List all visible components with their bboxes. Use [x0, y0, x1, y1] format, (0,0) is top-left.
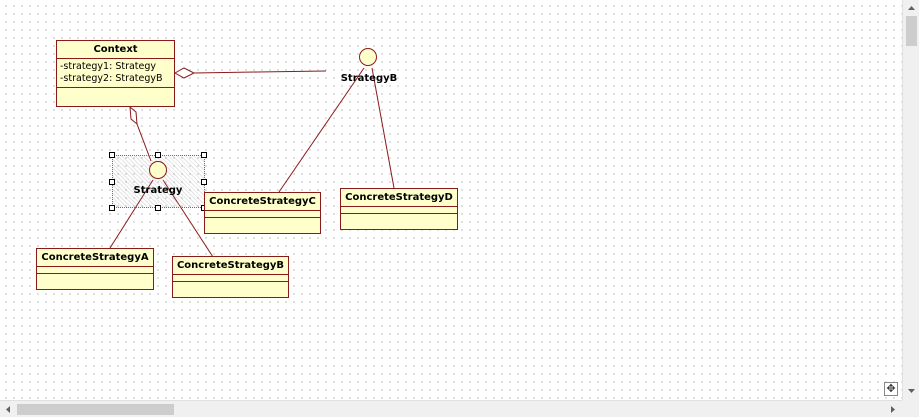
- class-concrete-strategy-d[interactable]: ConcreteStrategyD: [340, 188, 458, 230]
- resize-handle[interactable]: [201, 179, 207, 185]
- resize-handle[interactable]: [201, 152, 207, 158]
- operations-compartment: [37, 274, 153, 280]
- pan-move-icon[interactable]: ✥: [884, 382, 898, 396]
- resize-handle[interactable]: [155, 152, 161, 158]
- class-name: ConcreteStrategyD: [341, 189, 457, 207]
- diagram-canvas[interactable]: Context -strategy1: Strategy -strategy2:…: [0, 0, 902, 400]
- attribute: -strategy2: StrategyB: [60, 73, 163, 84]
- class-name: ConcreteStrategyA: [37, 249, 153, 267]
- operations-compartment: [173, 282, 288, 288]
- aggregation-line-context-strategy[interactable]: [136, 123, 152, 162]
- resize-handle[interactable]: [109, 152, 115, 158]
- horizontal-scroll-thumb[interactable]: [17, 404, 174, 415]
- vertical-scroll-thumb[interactable]: [906, 16, 917, 46]
- class-attributes: -strategy1: Strategy -strategy2: Strateg…: [57, 59, 174, 88]
- attributes-compartment: [173, 275, 288, 282]
- interface-strategyb-lollipop-icon[interactable]: [359, 48, 377, 66]
- scrollbar-corner: [902, 400, 919, 417]
- horizontal-scrollbar[interactable]: [0, 400, 902, 417]
- operations-compartment: [57, 88, 174, 94]
- interface-strategy-lollipop-icon[interactable]: [149, 161, 167, 179]
- resize-handle[interactable]: [155, 205, 161, 211]
- scroll-up-icon[interactable]: [903, 1, 919, 15]
- aggregation-diamond-icon: [129, 105, 138, 126]
- class-concrete-strategy-c[interactable]: ConcreteStrategyC: [204, 192, 321, 234]
- class-context[interactable]: Context -strategy1: Strategy -strategy2:…: [56, 40, 175, 107]
- attributes-compartment: [341, 207, 457, 214]
- aggregation-diamond-icon: [173, 67, 196, 79]
- class-concrete-strategy-b[interactable]: ConcreteStrategyB: [172, 256, 289, 298]
- resize-handle[interactable]: [109, 179, 115, 185]
- realization-line-csc-strategyb[interactable]: [278, 67, 365, 193]
- attributes-compartment: [37, 267, 153, 274]
- operations-compartment: [205, 218, 320, 224]
- realization-line-csb-strategy[interactable]: [162, 179, 214, 258]
- realization-line-csa-strategy[interactable]: [109, 179, 154, 249]
- scroll-down-icon[interactable]: [903, 384, 919, 398]
- class-concrete-strategy-a[interactable]: ConcreteStrategyA: [36, 248, 154, 290]
- class-name: Context: [57, 41, 174, 59]
- class-name: ConcreteStrategyB: [173, 257, 288, 275]
- scroll-right-icon[interactable]: [886, 401, 900, 418]
- realization-line-csd-strategyb[interactable]: [371, 67, 395, 189]
- vertical-scrollbar[interactable]: [902, 0, 919, 400]
- class-name: ConcreteStrategyC: [205, 193, 320, 211]
- attributes-compartment: [205, 211, 320, 218]
- interface-strategyb-label: StrategyB: [340, 73, 398, 84]
- aggregation-line-context-strategyb[interactable]: [193, 70, 327, 74]
- interface-strategy-label: Strategy: [133, 185, 183, 196]
- operations-compartment: [341, 214, 457, 220]
- resize-handle[interactable]: [109, 205, 115, 211]
- relations-layer: [109, 67, 395, 258]
- attribute: -strategy1: Strategy: [60, 61, 157, 72]
- scroll-left-icon[interactable]: [1, 401, 15, 418]
